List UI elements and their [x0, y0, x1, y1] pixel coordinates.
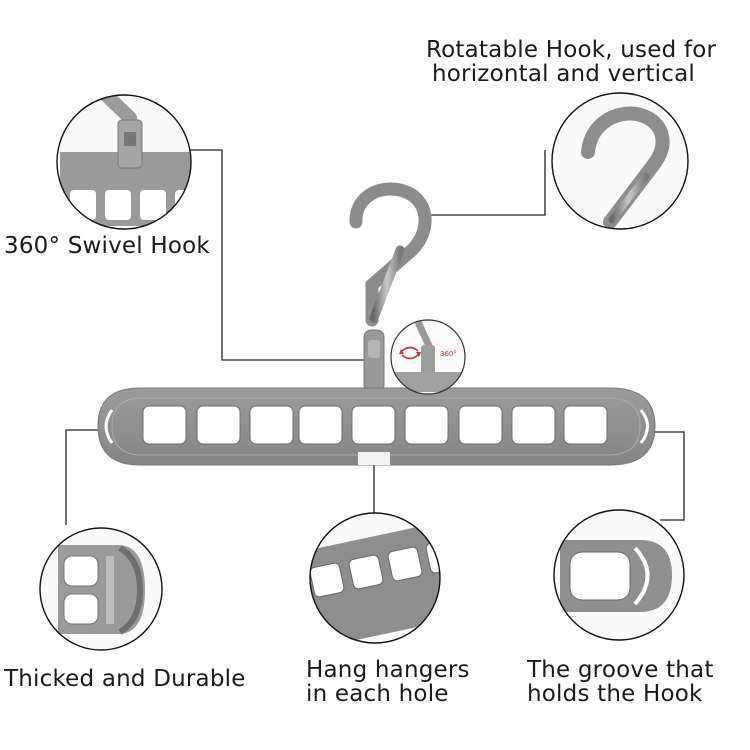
rotatable-hook-line2: horizontal and vertical [432, 61, 695, 87]
hang-hangers-line1: Hang hangers [306, 657, 470, 683]
thick-durable-label: Thicked and Durable [4, 667, 246, 691]
callout-lines [65, 149, 685, 525]
groove-line2: holds the Hook [527, 681, 703, 707]
swivel-detail-circle [56, 94, 192, 230]
groove-line1: The groove that [527, 657, 714, 683]
groove-label: The groove that holds the Hook [527, 658, 714, 706]
swivel-360-badge-circle: 360° [390, 319, 466, 395]
hanger-bar [97, 387, 656, 466]
swivel-hook-label: 360° Swivel Hook [4, 234, 210, 258]
thick-durable-text: Thicked and Durable [4, 666, 246, 692]
thickness-detail-circle [39, 527, 163, 651]
groove-detail-circle [553, 509, 685, 641]
main-hook [349, 182, 432, 393]
hang-hangers-line2: in each hole [306, 681, 449, 707]
rotatable-hook-label: Rotatable Hook, used for horizontal and … [426, 38, 716, 86]
swivel-360-text: 360° [440, 350, 457, 358]
swivel-hook-text: 360° Swivel Hook [4, 233, 210, 259]
holes-detail-circle [309, 512, 441, 644]
hang-hangers-label: Hang hangers in each hole [306, 658, 470, 706]
rotatable-hook-line1: Rotatable Hook, used for [426, 37, 717, 63]
rotatable-hook-circle [551, 92, 689, 230]
